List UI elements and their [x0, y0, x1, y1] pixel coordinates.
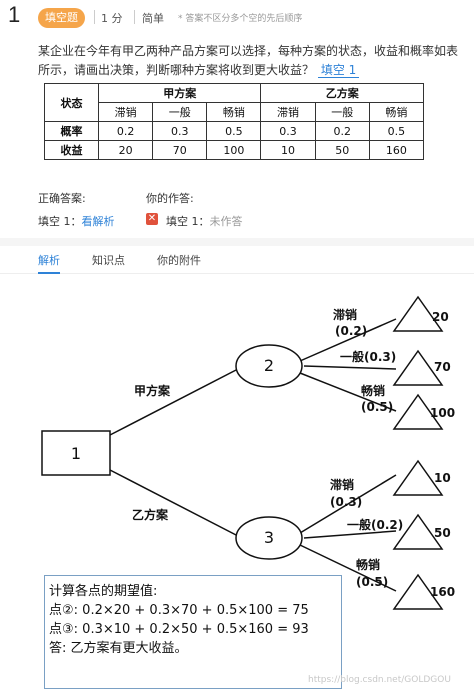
b-state-prob: (0.3) [330, 495, 362, 509]
table-cell-state: 滞销 [97, 102, 154, 122]
b-outcome-value: 160 [430, 585, 455, 599]
tab-knowledge[interactable]: 知识点 [92, 254, 125, 267]
result-line: 点③: 0.3×10 + 0.2×50 + 0.5×160 = 93 [49, 622, 309, 637]
outcome-triangle [392, 573, 444, 610]
decision-node-label: 1 [71, 444, 81, 463]
table-cell-gain: 20 [97, 140, 154, 160]
chance-node-b-label: 3 [264, 528, 274, 547]
a-outcome-value: 100 [430, 406, 455, 420]
your-answer: 填空 1：未作答 [166, 213, 243, 229]
table-cell-gain: 100 [206, 140, 262, 160]
a-outcome-value: 20 [432, 310, 449, 324]
your-answer-label: 你的作答: [146, 192, 194, 205]
table-cell-state: 一般 [314, 102, 370, 122]
header-divider [94, 10, 95, 24]
branch-line [299, 474, 397, 534]
table-row-label-gain: 收益 [44, 140, 99, 160]
a-outcome-value: 70 [434, 360, 451, 374]
branch-label-a: 甲方案 [134, 383, 171, 398]
table-cell-state: 滞销 [260, 102, 316, 122]
b-state-label: 畅销 [356, 557, 380, 572]
your-answer-prefix: 填空 1： [166, 215, 210, 228]
active-tab-indicator [38, 272, 60, 274]
question-header: 1 填空题 1 分 简单 * 答案不区分多个空的先后顺序 [0, 0, 474, 32]
table-cell-gain: 10 [260, 140, 316, 160]
question-number: 1 [8, 2, 21, 27]
solution-image: 1 2 3 甲方案 乙方案 滞销 (0.2) 一般(0.3) 畅销 (0.5) … [38, 293, 460, 691]
table-cell-gain: 50 [314, 140, 370, 160]
b-state-prob: (0.5) [356, 575, 388, 589]
header-divider [134, 10, 135, 24]
outcome-triangle [392, 295, 444, 332]
table-cell-state: 一般 [152, 102, 208, 122]
view-solution-link[interactable]: 看解析 [81, 215, 115, 228]
solution-tabs: 解析 知识点 你的附件 [0, 246, 474, 274]
question-text: 某企业在今年有甲乙两种产品方案可以选择，每种方案的状态，收益和概率如表所示，请画… [38, 42, 458, 80]
table-cell-prob: 0.2 [314, 121, 370, 141]
branch-line-b [109, 469, 239, 537]
table-cell-state: 畅销 [368, 102, 425, 122]
chance-node-a [235, 344, 303, 388]
b-outcome-value: 50 [434, 526, 451, 540]
branch-line [299, 544, 397, 592]
b-state-label: 滞销 [330, 477, 354, 492]
result-line: 点②: 0.2×20 + 0.3×70 + 0.5×100 = 75 [49, 603, 309, 618]
decision-node [41, 430, 111, 476]
decision-tree-diagram: 1 2 3 甲方案 乙方案 滞销 (0.2) 一般(0.3) 畅销 (0.5) … [41, 295, 455, 610]
a-state-label: 畅销 [361, 383, 385, 398]
question-body: 某企业在今年有甲乙两种产品方案可以选择，每种方案的状态，收益和概率如表所示，请画… [38, 44, 459, 77]
a-state-prob: (0.2) [335, 324, 367, 338]
your-answer-value: 未作答 [209, 215, 243, 228]
outcome-triangle [392, 459, 444, 496]
result-line: 答: 乙方案有更大收益。 [49, 641, 188, 656]
chance-node-b [235, 516, 303, 560]
correct-answer: 填空 1：看解析 [38, 213, 115, 229]
branch-line [303, 530, 397, 539]
table-header-plan-a: 甲方案 [97, 83, 262, 103]
branch-line [299, 318, 397, 362]
table-header-state: 状态 [44, 83, 99, 122]
outcome-triangle [392, 513, 444, 550]
branch-line [299, 372, 397, 412]
order-note: * 答案不区分多个空的先后顺序 [178, 14, 303, 24]
question-difficulty: 简单 [142, 12, 164, 25]
section-divider [0, 238, 474, 246]
blank-1-link[interactable]: 填空 1 [317, 63, 360, 78]
correct-answer-label: 正确答案: [38, 192, 86, 205]
tab-attachments[interactable]: 你的附件 [157, 254, 201, 267]
payoff-table: 状态 甲方案 乙方案 滞销 一般 畅销 滞销 一般 畅销 概率 0.2 0.3 … [44, 83, 425, 160]
expected-value-box: 计算各点的期望值: 点②: 0.2×20 + 0.3×70 + 0.5×100 … [44, 575, 342, 689]
b-outcome-value: 10 [434, 471, 451, 485]
question-type-tag: 填空题 [38, 8, 85, 28]
branch-line [303, 365, 397, 370]
result-line: 计算各点的期望值: [49, 584, 158, 599]
b-state-label: 一般(0.2) [347, 517, 403, 532]
table-header-plan-b: 乙方案 [260, 83, 424, 103]
question-score: 1 分 [101, 12, 123, 25]
outcome-triangle [392, 393, 444, 430]
correct-answer-prefix: 填空 1： [38, 215, 82, 228]
table-cell-prob: 0.2 [97, 121, 154, 141]
a-state-prob: (0.5) [361, 400, 393, 414]
a-state-label: 滞销 [333, 307, 357, 322]
watermark: https://blog.csdn.net/GOLDGOU [308, 675, 451, 685]
table-row-label-prob: 概率 [44, 121, 99, 141]
outcome-triangle [392, 349, 444, 386]
table-cell-prob: 0.3 [152, 121, 208, 141]
table-cell-gain: 160 [368, 140, 425, 160]
table-cell-prob: 0.3 [260, 121, 316, 141]
table-cell-state: 畅销 [206, 102, 262, 122]
tab-analysis[interactable]: 解析 [38, 254, 60, 267]
chance-node-a-label: 2 [264, 356, 274, 375]
table-cell-gain: 70 [152, 140, 208, 160]
a-state-label: 一般(0.3) [340, 349, 396, 364]
table-cell-prob: 0.5 [368, 121, 425, 141]
wrong-mark-icon: ✕ [146, 213, 158, 225]
branch-label-b: 乙方案 [132, 507, 169, 522]
table-cell-prob: 0.5 [206, 121, 262, 141]
branch-line-a [109, 368, 239, 436]
